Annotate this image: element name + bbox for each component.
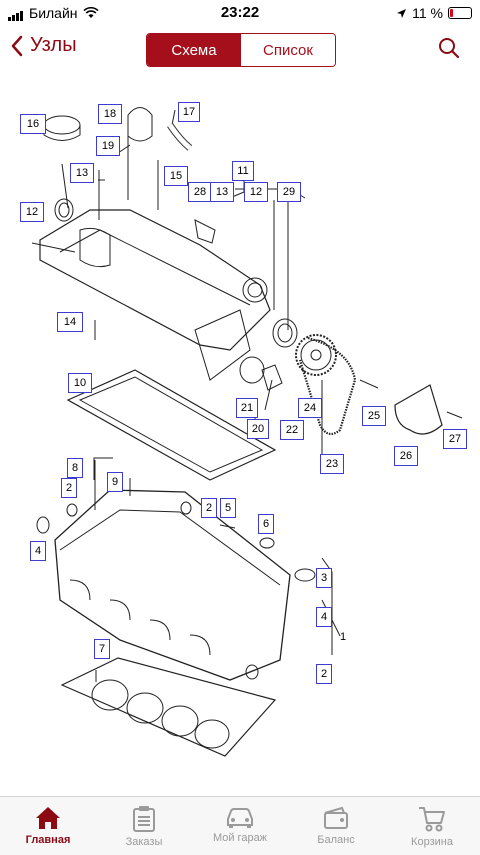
tab-home[interactable]: Главная <box>0 797 96 855</box>
view-segmented-control: Схема Список <box>146 33 336 67</box>
callout-6[interactable]: 6 <box>258 514 274 534</box>
battery-icon <box>448 7 472 19</box>
status-time: 23:22 <box>220 4 260 21</box>
tab-orders-label: Заказы <box>125 836 163 848</box>
search-icon <box>439 38 460 59</box>
callout-18[interactable]: 18 <box>98 104 122 124</box>
callout-25[interactable]: 25 <box>362 406 386 426</box>
callout-14[interactable]: 14 <box>57 312 83 332</box>
callout-17[interactable]: 17 <box>178 102 200 122</box>
exploded-view-drawing <box>31 107 463 757</box>
status-bar: Билайн 23:22 11 % <box>0 0 480 26</box>
callout-9[interactable]: 9 <box>107 472 123 492</box>
tab-home-label: Главная <box>25 834 71 846</box>
tab-garage-label: Мой гараж <box>212 832 268 844</box>
callout-29[interactable]: 29 <box>277 182 301 202</box>
nav-bar: Узлы Схема Список <box>0 26 480 72</box>
callout-12[interactable]: 12 <box>244 182 268 202</box>
callout-20[interactable]: 20 <box>247 419 269 439</box>
callout-7[interactable]: 7 <box>94 639 110 659</box>
tab-garage[interactable]: Мой гараж <box>192 797 288 855</box>
callout-10[interactable]: 10 <box>68 373 92 393</box>
callout-22[interactable]: 22 <box>280 420 304 440</box>
tab-balance-label: Баланс <box>317 834 355 846</box>
carrier-name: Билайн <box>29 5 78 21</box>
callout-26[interactable]: 26 <box>394 446 418 466</box>
callout-3[interactable]: 3 <box>316 568 332 588</box>
callout-19[interactable]: 19 <box>96 136 120 156</box>
callout-2c[interactable]: 2 <box>316 664 332 684</box>
tab-cart-label: Корзина <box>411 836 453 848</box>
callout-4a[interactable]: 4 <box>30 541 46 561</box>
wallet-icon <box>324 806 348 829</box>
callout-13[interactable]: 13 <box>70 163 94 183</box>
tab-balance[interactable]: Баланс <box>288 797 384 855</box>
callout-2b[interactable]: 2 <box>201 498 217 518</box>
cart-icon <box>419 807 445 832</box>
callout-11[interactable]: 11 <box>232 161 254 181</box>
callout-5[interactable]: 5 <box>220 498 236 518</box>
signal-icon <box>8 5 24 21</box>
wifi-icon <box>82 7 99 18</box>
callout-8[interactable]: 8 <box>67 458 83 478</box>
home-icon <box>36 807 60 829</box>
tab-orders[interactable]: Заказы <box>96 797 192 855</box>
chevron-left-icon <box>11 35 23 56</box>
callout-1[interactable]: 1 <box>339 631 347 643</box>
callout-27[interactable]: 27 <box>443 429 467 449</box>
back-label: Узлы <box>30 34 77 56</box>
location-arrow-icon <box>397 8 407 18</box>
callout-21[interactable]: 21 <box>236 398 258 418</box>
back-button[interactable]: Узлы <box>10 34 77 57</box>
bottom-tab-bar: Главная Заказы Мой гараж Баланс Корзина <box>0 796 480 855</box>
tab-list[interactable]: Список <box>241 34 335 66</box>
clipboard-icon <box>133 806 155 832</box>
tab-cart[interactable]: Корзина <box>384 797 480 855</box>
callout-23[interactable]: 23 <box>320 454 344 474</box>
callout-24[interactable]: 24 <box>298 398 322 418</box>
tab-scheme[interactable]: Схема <box>147 34 241 66</box>
callout-16[interactable]: 16 <box>20 114 46 134</box>
callout-28[interactable]: 28 <box>188 182 212 202</box>
callout-15[interactable]: 15 <box>164 166 188 186</box>
callout-12b[interactable]: 12 <box>20 202 44 222</box>
battery-percent: 11 % <box>412 5 443 21</box>
parts-diagram: 16 18 17 19 13 15 28 13 11 12 29 12 14 1… <box>0 80 480 792</box>
callout-4b[interactable]: 4 <box>316 607 332 627</box>
car-icon <box>227 808 253 828</box>
callout-2a[interactable]: 2 <box>61 478 77 498</box>
search-button[interactable] <box>438 37 460 64</box>
callout-13b[interactable]: 13 <box>210 182 234 202</box>
